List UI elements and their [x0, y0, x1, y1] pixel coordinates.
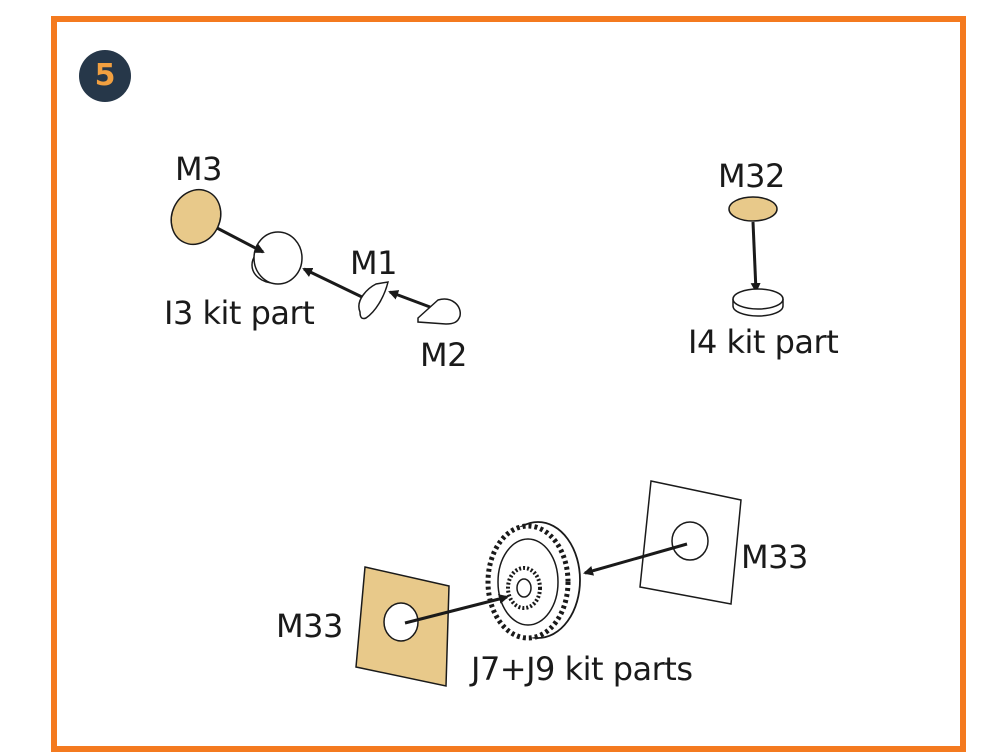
label-m1: M1 [350, 244, 397, 282]
i4-kit-part [732, 288, 784, 317]
m1-arrow [302, 267, 363, 299]
m32-resin-disc [728, 196, 778, 222]
m33-right-arrow [583, 542, 688, 576]
m2-part [417, 298, 461, 325]
label-m2: M2 [420, 336, 467, 374]
label-m33-left: M33 [276, 607, 343, 645]
i3-kit-part [251, 231, 303, 285]
m33-left-arrow [404, 594, 509, 625]
label-m33-right: M33 [741, 538, 808, 576]
label-i4-kit-part: I4 kit part [688, 323, 839, 361]
m33-left-plate [355, 566, 450, 687]
j7-j9-wheel [485, 521, 581, 641]
m1-part [358, 281, 390, 320]
m32-arrow [750, 221, 761, 293]
label-i3-kit-part: I3 kit part [164, 294, 315, 332]
m3-resin-disc [170, 188, 222, 246]
m3-arrow [216, 226, 265, 254]
m33-right-plate [639, 480, 742, 605]
label-m32: M32 [718, 157, 785, 195]
step-number-badge: 5 [79, 50, 131, 102]
label-m3: M3 [175, 150, 222, 188]
m2-arrow [388, 290, 431, 309]
label-j7-j9-kit-parts: J7+J9 kit parts [471, 650, 693, 688]
